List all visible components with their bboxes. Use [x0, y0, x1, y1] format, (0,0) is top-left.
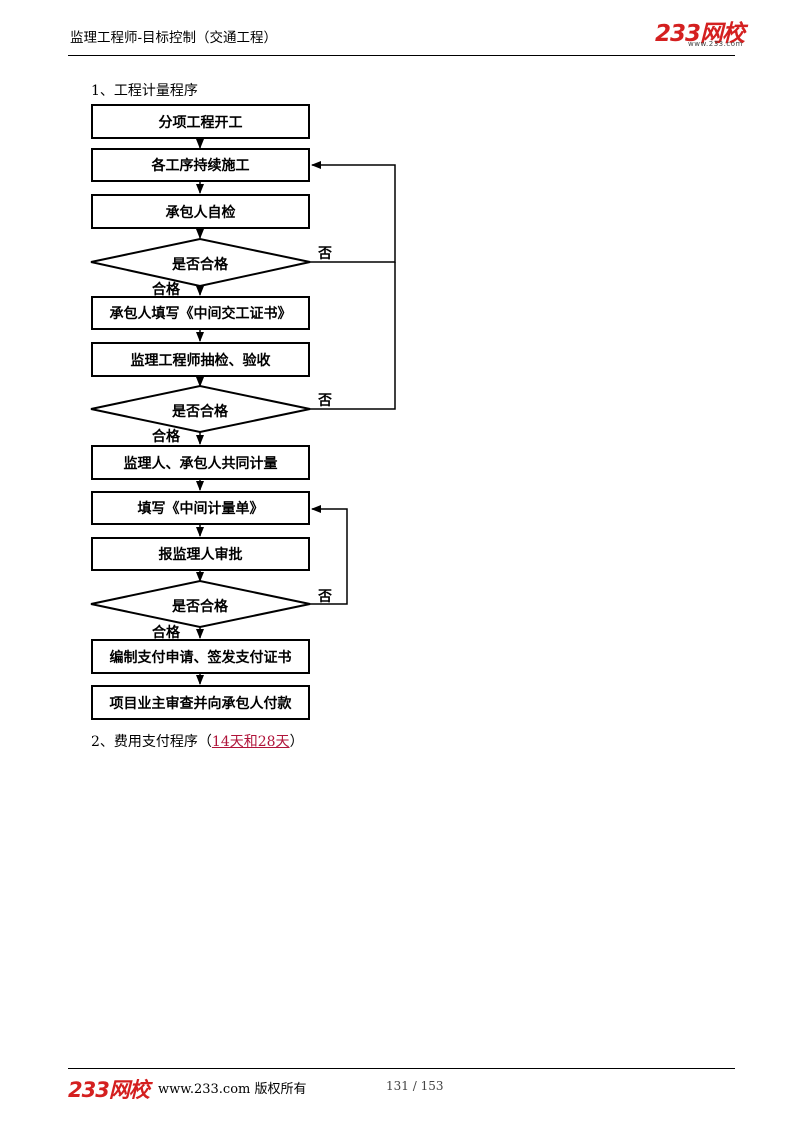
- decision-1-label: 是否合格: [172, 257, 228, 273]
- process-start-subproject: 分项工程开工: [91, 104, 310, 139]
- section-2-suffix: ）: [289, 734, 304, 750]
- decision-diamond-3: [90, 579, 311, 629]
- brand-logo-url: www.233.com: [688, 40, 743, 48]
- process-payment-application: 编制支付申请、签发支付证书: [91, 639, 310, 674]
- process-engineer-inspection: 监理工程师抽检、验收: [91, 342, 310, 377]
- process-submit-for-approval: 报监理人审批: [91, 537, 310, 571]
- edge-label-pass-3: 合格: [152, 625, 180, 641]
- footer-copyright: www.233.com 版权所有: [158, 1082, 307, 1097]
- document-header-title: 监理工程师-目标控制（交通工程）: [70, 30, 278, 46]
- edge-label-fail-1: 否: [318, 246, 332, 262]
- process-fill-interim-certificate: 承包人填写《中间交工证书》: [91, 296, 310, 330]
- edge-label-pass-2: 合格: [152, 429, 180, 445]
- process-contractor-self-check: 承包人自检: [91, 194, 310, 229]
- page-number: 131 / 153: [386, 1079, 444, 1093]
- section-2-prefix: 2、费用支付程序（: [91, 734, 212, 750]
- decision-diamond-1: [90, 237, 311, 288]
- payment-days-link[interactable]: 14天和28天: [211, 734, 290, 750]
- decision-2-label: 是否合格: [172, 404, 228, 420]
- brand-logo: 233网校: [655, 21, 745, 47]
- decision-3-label: 是否合格: [172, 599, 228, 615]
- process-fill-measurement-sheet: 填写《中间计量单》: [91, 491, 310, 525]
- edge-label-fail-2: 否: [318, 393, 332, 409]
- process-continuous-construction: 各工序持续施工: [91, 148, 310, 182]
- header-rule: [68, 55, 735, 56]
- footer-brand-logo: 233网校: [68, 1078, 150, 1102]
- section-1-title: 1、工程计量程序: [91, 83, 198, 99]
- section-2-title: 2、费用支付程序（14天和28天）: [91, 731, 304, 751]
- process-owner-payment: 项目业主审查并向承包人付款: [91, 685, 310, 720]
- edge-label-pass-1: 合格: [152, 282, 180, 298]
- loop-d2-back-n2: [310, 262, 396, 410]
- process-joint-measurement: 监理人、承包人共同计量: [91, 445, 310, 480]
- loop-d1-back-n2: [310, 161, 396, 263]
- flowchart-connectors: [90, 139, 396, 685]
- edge-label-fail-3: 否: [318, 589, 332, 605]
- footer-rule: [68, 1068, 735, 1069]
- decision-diamond-2: [90, 384, 311, 434]
- loop-d3-back-n7: [310, 505, 348, 605]
